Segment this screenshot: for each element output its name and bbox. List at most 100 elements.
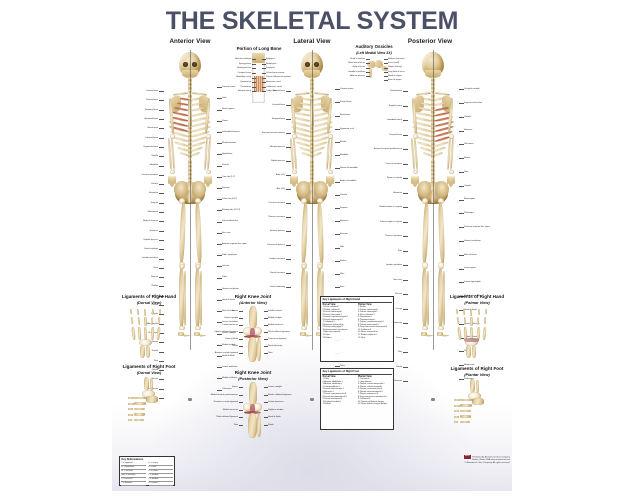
anatomy-label: Occipital bone <box>389 133 402 136</box>
anatomy-label: Olecranon <box>464 143 474 146</box>
femur-left <box>178 201 186 265</box>
anatomy-label: Tibia <box>268 352 273 354</box>
metatarsal-4 <box>460 415 471 418</box>
view-title-lateral: Lateral View <box>293 38 331 45</box>
anatomy-label: Tibia <box>397 351 402 353</box>
key-list-item: 8 Dorsal tarsometatarsal ll. <box>322 395 347 398</box>
rib-right-2 <box>433 101 447 107</box>
ankle-joint-right <box>195 326 201 331</box>
anatomy-label: Medial head of gastrocnemius <box>210 393 238 396</box>
anatomy-label: Yellow bone marrow <box>266 71 285 74</box>
key-list-item: 4 Ulnar collateral l. <box>358 313 375 316</box>
anatomy-label: Spongy bone <box>238 62 251 65</box>
key-abbrev-title: Key Abbreviations <box>121 458 144 461</box>
malleus-handle <box>369 67 372 78</box>
anatomy-label: Body of sternum <box>143 220 158 223</box>
anatomy-label: Periosteum <box>240 85 251 88</box>
anatomy-label: Trabeculae <box>266 90 277 93</box>
hand-right <box>326 174 334 188</box>
anatomy-label: Handle of malleus <box>348 70 365 73</box>
ankle-joint-left <box>301 326 307 331</box>
phalanx-left-2 <box>169 176 172 186</box>
key-list-item: 5 Pisohamate l. <box>358 316 373 319</box>
foot-right <box>437 330 450 339</box>
cervical-vertebrae <box>431 77 435 93</box>
anatomy-label: Fibular collateral ligament <box>268 393 292 396</box>
phalanx-left-5 <box>417 176 419 185</box>
key-list-item: 8 Palmar metacarpal ll. <box>358 323 379 326</box>
anatomy-label: Fibula <box>152 369 158 371</box>
anatomy-label: Temporal bone <box>271 118 285 120</box>
ankle-joint-left <box>422 326 428 331</box>
proximal-phalanx-4 <box>150 316 154 325</box>
anatomy-label: Greater trochanter <box>222 287 239 290</box>
key-list-item: 11 Articular capsule <box>322 331 341 334</box>
key-list-item: 2 Palmar radiocarpal l. <box>358 308 379 311</box>
panel-title-hand-palmar: Ligaments of Right Hand (Palmar View) <box>444 294 510 306</box>
femur-left <box>421 201 429 265</box>
phalanx-left-2 <box>412 176 415 186</box>
anatomy-label: Osteon (Haversian system) <box>266 76 291 79</box>
anatomy-label: Body of incus <box>352 66 365 69</box>
anatomy-label: Cervical vertebrae <box>385 162 402 165</box>
anatomy-label: Fibular collateral ligament <box>214 331 238 333</box>
phalanx-right-5 <box>332 176 334 185</box>
key-hand-col-dorsal: Dorsal View 1 Ulnar collateral l.2 Radia… <box>323 304 356 340</box>
anatomy-label: Maxilla <box>151 155 158 158</box>
anatomy-label: Ulna <box>153 294 158 297</box>
key-hand-col1-heading: Dorsal View <box>322 303 336 306</box>
scale-marker <box>310 398 314 402</box>
anatomy-label: Lateral condyle <box>268 386 282 388</box>
scapula-left <box>413 96 424 112</box>
talus <box>468 392 481 400</box>
anatomy-label: Hyoid bone <box>222 153 233 156</box>
distal-phalanx-1 <box>455 308 459 315</box>
anatomy-label: External acoustic meatus <box>262 132 285 134</box>
anatomy-label: Femur <box>232 386 238 388</box>
ulna-detail <box>472 345 476 358</box>
metacarpal-2 <box>137 326 142 341</box>
hand-palmar-title: Ligaments of Right Hand <box>449 294 505 299</box>
key-list-item: 10 Deltoid (medial) l. <box>322 400 342 403</box>
anatomy-label: Coronal suture <box>222 86 236 88</box>
incus-illustration <box>375 60 383 68</box>
wrist-left <box>412 170 418 174</box>
key-list-item: 3 Plantar calcaneonavicular l. <box>358 383 385 386</box>
anatomy-label: Medial border of scapula <box>379 206 402 208</box>
knee-posterior-illustration <box>240 382 266 438</box>
anatomy-label: Anterior process <box>350 74 365 77</box>
anatomy-label: Calcaneus <box>222 388 232 391</box>
anatomy-label: External occipital protuberance <box>373 148 402 150</box>
knee-posterior-title: Right Knee Joint <box>234 370 272 375</box>
anatomy-label: Frontal bone <box>340 101 352 104</box>
anatomy-label: Nasal bone <box>147 127 158 130</box>
phalanx-right-2 <box>448 176 451 186</box>
anatomy-label: Lateral condyle <box>224 317 238 319</box>
key-list-item: 3 Anterior talofibular l. <box>322 383 343 386</box>
anatomy-label: Ramus of mandible <box>340 167 358 170</box>
toe-phalanx-1 <box>454 399 460 402</box>
anatomy-label: Radius <box>464 157 471 159</box>
anatomy-label: Diaphysis <box>266 67 275 70</box>
metacarpal-4 <box>150 326 154 341</box>
phalanx-right-5 <box>210 176 212 185</box>
wrist-right <box>448 170 454 174</box>
anatomy-label: Posterior superior iliac spine <box>464 226 490 228</box>
key-list-item: 6 Pisometacarpal l. <box>358 318 376 321</box>
femur-right <box>194 201 202 265</box>
anatomy-label: Scapula <box>150 201 158 204</box>
rib-right-12 <box>190 151 200 157</box>
hand-dorsal-title: Ligaments of Right Hand <box>121 294 177 299</box>
key-foot-col1-heading: Dorsal View <box>322 375 336 378</box>
anatomy-label: Neck of femur <box>464 253 477 256</box>
credit-line-3: © Anatomical Chart Company. All rights r… <box>464 461 511 464</box>
anatomy-label: Nasal bone <box>340 114 351 117</box>
proximal-phalanx-5 <box>483 316 487 324</box>
credit-line-2: Skokie, Illinois USA www.anatomical.com <box>472 459 510 462</box>
foot-plantar-sub: (Plantar View) <box>464 371 490 377</box>
key-foot-col2-heading: Plantar View <box>358 375 372 378</box>
key-foot-title: Key Ligaments of Right Foot <box>322 370 360 374</box>
